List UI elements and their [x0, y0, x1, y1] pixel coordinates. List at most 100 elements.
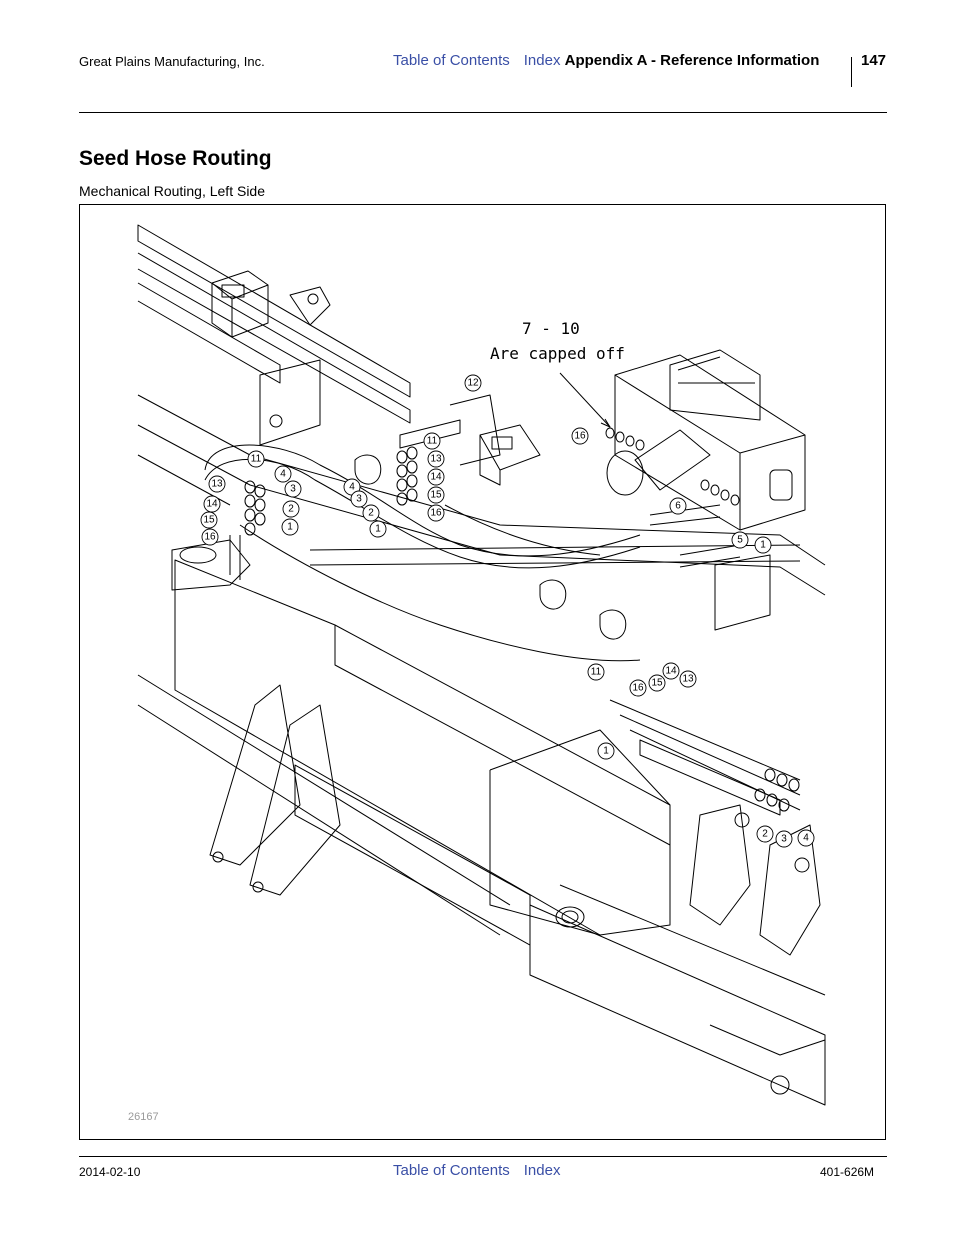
svg-text:13: 13 — [682, 674, 694, 685]
callout-14: 14 — [662, 662, 680, 680]
right-bracket-hole-2 — [794, 857, 810, 873]
svg-text:2: 2 — [288, 504, 294, 515]
svg-text:5: 5 — [737, 535, 743, 546]
coupler-hanging-1 — [539, 579, 567, 610]
callouts: 12 11 13 14 15 16 4 3 2 1 11 4 3 13 2 14… — [200, 374, 815, 848]
svg-text:3: 3 — [290, 484, 296, 495]
beam-end-face — [489, 770, 601, 936]
footer-nav: Table of Contents Index — [393, 1162, 560, 1179]
pivot-top — [179, 546, 217, 564]
seed-hose-routing-diagram: 7 - 10 Are capped off 12 11 13 14 15 16 … — [137, 224, 826, 1106]
page-title: Seed Hose Routing — [79, 147, 272, 170]
callout-4: 4 — [274, 465, 292, 483]
box-side-window — [769, 469, 793, 501]
lower-right-pin — [770, 1075, 790, 1095]
svg-text:11: 11 — [591, 667, 602, 678]
seed-box-edges — [614, 374, 806, 530]
hose-loop-upper — [204, 444, 641, 557]
header-divider — [851, 57, 852, 87]
upper-tab — [289, 286, 331, 326]
callout-11: 11 — [587, 663, 605, 681]
outlet-opening — [606, 450, 644, 496]
callout-1: 1 — [369, 520, 387, 538]
callout-16: 16 — [629, 679, 647, 697]
lift-pin-left — [212, 851, 224, 863]
callout-2: 2 — [756, 825, 774, 843]
lower-right-rail — [559, 884, 826, 996]
hose-lower — [239, 524, 641, 662]
footer-rule — [79, 1156, 887, 1157]
callout-1: 1 — [597, 742, 615, 760]
callout-16: 16 — [571, 427, 589, 445]
lower-boom-top — [294, 764, 531, 946]
callout-11: 11 — [247, 450, 265, 468]
svg-text:13: 13 — [211, 479, 223, 490]
coupler-cluster-lower-right — [609, 699, 801, 816]
svg-text:16: 16 — [574, 431, 586, 442]
lift-pin-right — [252, 881, 264, 893]
callout-4: 4 — [797, 829, 815, 847]
svg-text:4: 4 — [349, 482, 355, 493]
coupler-bracket — [449, 394, 501, 466]
svg-text:12: 12 — [467, 378, 479, 389]
header-nav: Table of Contents Index Appendix A - Refe… — [393, 52, 819, 69]
upper-tab-hole — [307, 293, 319, 305]
svg-text:1: 1 — [603, 746, 609, 757]
lower-right-frame — [529, 904, 826, 1106]
svg-text:1: 1 — [760, 540, 766, 551]
svg-text:15: 15 — [651, 678, 663, 689]
side-plate-hole — [269, 414, 283, 428]
footer-index-link[interactable]: Index — [523, 1162, 561, 1179]
upper-beam — [137, 224, 411, 398]
svg-text:3: 3 — [356, 494, 362, 505]
callout-3: 3 — [284, 480, 302, 498]
svg-text:6: 6 — [675, 501, 681, 512]
lift-arm-right — [249, 704, 341, 896]
svg-text:3: 3 — [781, 834, 787, 845]
lift-arm-left — [209, 684, 301, 866]
svg-text:4: 4 — [280, 469, 286, 480]
cross-tube-bottom — [309, 560, 801, 566]
callout-1: 1 — [754, 536, 772, 554]
beam-end-cap — [489, 729, 671, 806]
callout-2: 2 — [282, 500, 300, 518]
pivot-block — [171, 539, 251, 591]
svg-text:1: 1 — [375, 524, 381, 535]
figure-number: 26167 — [128, 1111, 159, 1123]
callout-15: 15 — [648, 674, 666, 692]
svg-text:15: 15 — [203, 515, 215, 526]
side-plate — [259, 359, 321, 446]
upper-bracket-plate — [221, 284, 245, 298]
footer-toc-link[interactable]: Table of Contents — [393, 1162, 510, 1179]
section-title: Appendix A - Reference Information — [564, 52, 820, 69]
callout-2: 2 — [362, 504, 380, 522]
callout-5: 5 — [731, 531, 749, 549]
hopper-lines — [677, 356, 755, 384]
mid-bracket — [479, 424, 541, 486]
svg-text:2: 2 — [762, 829, 768, 840]
capped-note-line2: Are capped off — [490, 344, 625, 363]
svg-text:15: 15 — [430, 490, 442, 501]
outlet-elbow — [634, 429, 711, 491]
callout-13: 13 — [208, 475, 226, 493]
right-bracket-hole-1 — [734, 812, 750, 828]
hose-clamp-bar-2 — [679, 544, 741, 568]
svg-text:16: 16 — [430, 508, 442, 519]
frame-end-tube — [555, 906, 585, 928]
callout-14: 14 — [427, 468, 445, 486]
left-arm — [137, 282, 281, 384]
company-name: Great Plains Manufacturing, Inc. — [79, 54, 265, 69]
svg-text:13: 13 — [430, 454, 442, 465]
lower-boom-rails — [137, 674, 511, 936]
svg-text:14: 14 — [430, 472, 442, 483]
right-bracket-1 — [689, 804, 751, 926]
header-index-link[interactable]: Index — [523, 52, 561, 69]
coupler-cluster-left — [229, 480, 266, 580]
svg-text:1: 1 — [287, 522, 293, 533]
svg-text:4: 4 — [803, 833, 809, 844]
seed-box-hopper — [669, 349, 761, 421]
header-toc-link[interactable]: Table of Contents — [393, 52, 510, 69]
coupler-hanging-2 — [599, 609, 627, 640]
callout-6: 6 — [669, 497, 687, 515]
callout-15: 15 — [200, 511, 218, 529]
